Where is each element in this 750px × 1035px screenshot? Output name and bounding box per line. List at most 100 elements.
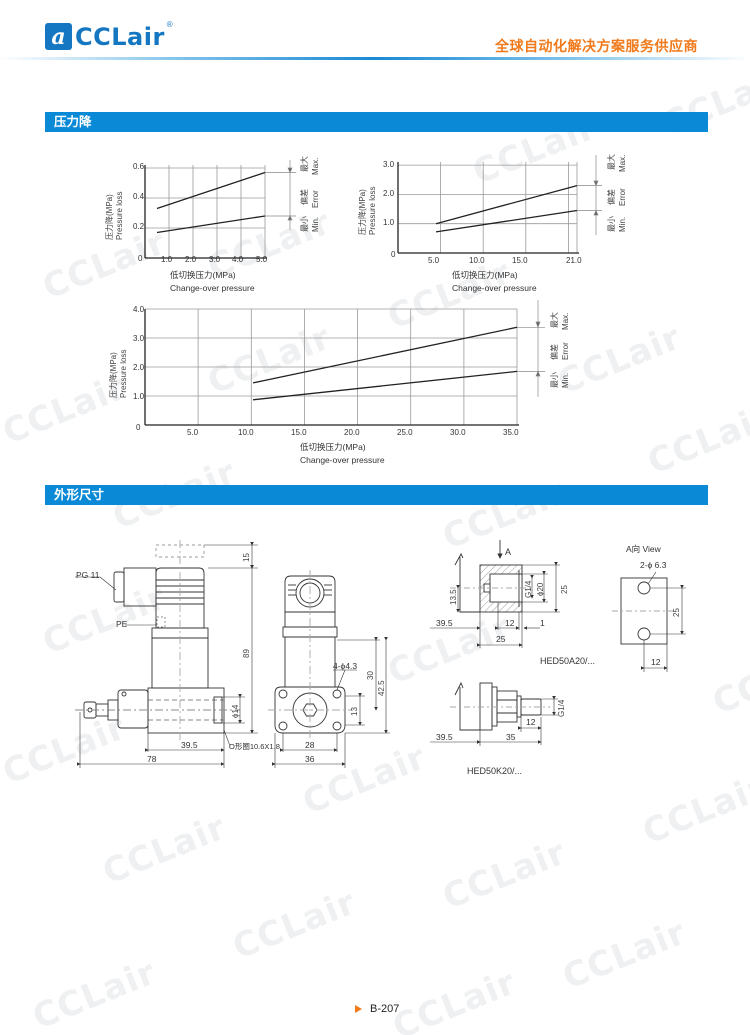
dim-phi14: ϕ14 <box>231 704 240 718</box>
xtick: 1.0 <box>161 255 173 264</box>
dim-phi20: ϕ20 <box>536 582 545 596</box>
registered-mark: ® <box>166 20 173 29</box>
pressure-loss-charts <box>144 155 602 426</box>
dim-12: 12 <box>505 618 515 628</box>
dim-28: 28 <box>305 740 315 750</box>
chart-1-min-line <box>156 215 266 234</box>
dimension-drawings <box>75 540 686 768</box>
min-cn: 最小 <box>550 372 559 388</box>
dim-78: 78 <box>147 754 157 764</box>
min-cn: 最小 <box>300 216 309 232</box>
thread-g14: G1/4 <box>524 580 533 598</box>
xtick: 2.0 <box>185 255 197 264</box>
origin-label: 0 <box>391 250 396 259</box>
max-cn: 最大 <box>607 154 616 170</box>
pg11-label: PG 11 <box>76 570 100 580</box>
page-arrow-icon <box>355 1005 362 1013</box>
dim-12: 12 <box>526 717 536 727</box>
error-en: Error <box>618 188 627 206</box>
watermark: CCLair <box>97 807 232 893</box>
variant-k-section <box>450 681 550 731</box>
dim-30: 30 <box>366 671 375 680</box>
min-en: Min. <box>618 216 627 232</box>
slogan: 全球自动化解决方案服务供应商 <box>495 39 698 55</box>
xtick: 30.0 <box>450 428 466 437</box>
max-cn: 最大 <box>300 156 309 172</box>
dim-39-5: 39.5 <box>436 618 453 628</box>
error-cn: 偏差 <box>300 189 309 205</box>
section-title-pressure-drop: 压力降 <box>45 112 708 132</box>
header-divider <box>0 57 750 60</box>
ytick: 2.0 <box>383 189 395 198</box>
view-a-title: A向 View <box>626 544 661 554</box>
xtick: 5.0 <box>428 256 440 265</box>
xtick: 3.0 <box>209 255 221 264</box>
watermark: CCLair <box>227 882 362 968</box>
xtick: 10.0 <box>238 428 254 437</box>
error-en: Error <box>561 342 570 360</box>
ytick: 2.0 <box>133 363 145 372</box>
error-en: Error <box>311 190 320 208</box>
model-hed50a20: HED50A20/... <box>540 656 596 666</box>
dim-35: 35 <box>506 732 516 742</box>
max-cn: 最大 <box>550 312 559 328</box>
xtick: 5.0 <box>256 255 268 264</box>
logo-mark-icon: a <box>45 23 72 50</box>
xlabel-en: Change-over pressure <box>452 283 537 293</box>
ylabel-en: Pressure loss <box>115 191 124 240</box>
origin-label: 0 <box>136 423 141 432</box>
ytick: 4.0 <box>133 305 145 314</box>
watermark: CCLair <box>27 952 162 1035</box>
thread-g14: G1/4 <box>557 699 566 717</box>
page-number: B-207 <box>355 1003 399 1015</box>
dim-36: 36 <box>305 754 315 764</box>
dim-89: 89 <box>242 649 251 658</box>
max-en: Max. <box>561 312 570 330</box>
page-header: a CCLair ® 全球自动化解决方案服务供应商 <box>0 0 750 62</box>
model-hed50k20: HED50K20/... <box>467 766 523 776</box>
ytick: 3.0 <box>133 334 145 343</box>
origin-label: 0 <box>138 254 143 263</box>
xtick: 21.0 <box>566 256 582 265</box>
dim-25: 25 <box>672 608 681 617</box>
chart-1-max-line <box>156 171 266 210</box>
dim-25-vertical: 25 <box>560 585 569 594</box>
ylabel-en: Pressure loss <box>368 186 377 235</box>
ylabel-en: Pressure loss <box>119 349 128 398</box>
variant-a-section <box>450 540 530 613</box>
dim-1: 1 <box>540 618 545 628</box>
chart-3-min-line <box>252 370 518 401</box>
ytick: 3.0 <box>383 160 395 169</box>
xtick: 20.0 <box>344 428 360 437</box>
ytick: 0.2 <box>133 222 145 231</box>
xtick: 4.0 <box>232 255 244 264</box>
error-cn: 偏差 <box>550 344 559 360</box>
ylabel-cn: 压力降(MPa) <box>109 352 118 398</box>
xlabel-cn: 低切换压力(MPa) <box>170 270 236 280</box>
watermark: CCLair <box>387 962 522 1035</box>
min-cn: 最小 <box>607 216 616 232</box>
xtick: 35.0 <box>503 428 519 437</box>
dim-25-horizontal: 25 <box>496 634 506 644</box>
xlabel-en: Change-over pressure <box>300 455 385 465</box>
error-cn: 偏差 <box>607 189 616 205</box>
dim-13-5: 13.5 <box>449 589 458 605</box>
xtick: 10.0 <box>469 256 485 265</box>
xtick: 15.0 <box>512 256 528 265</box>
dim-39-5: 39.5 <box>436 732 453 742</box>
dim-13: 13 <box>350 707 359 716</box>
xtick: 15.0 <box>291 428 307 437</box>
dim-15: 15 <box>242 553 251 562</box>
chart-2-max-line <box>435 184 578 225</box>
logo-text: CCLair <box>75 22 165 51</box>
page-number-text: B-207 <box>370 1003 400 1015</box>
xtick: 25.0 <box>397 428 413 437</box>
ytick: 0.4 <box>133 192 145 201</box>
view-arrow-a: A <box>505 547 512 557</box>
max-en: Max. <box>618 154 627 172</box>
ylabel-cn: 压力降(MPa) <box>358 189 367 235</box>
min-en: Min. <box>561 372 570 388</box>
dim-39-5: 39.5 <box>181 740 198 750</box>
holes-2-phi-label: 2-ϕ 6.3 <box>640 560 667 570</box>
section-title-dimensions: 外形尺寸 <box>45 485 708 505</box>
